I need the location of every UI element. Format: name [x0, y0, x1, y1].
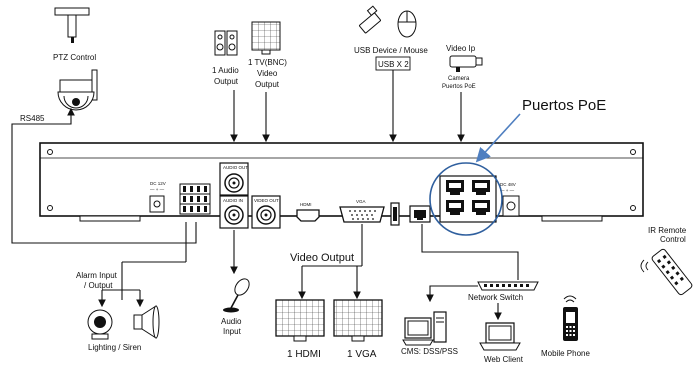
audio-in-label: AUDIO IN: [223, 198, 243, 203]
audio-output-label-2: Output: [214, 77, 239, 86]
poe-port-block[interactable]: [439, 175, 497, 223]
hdmi-monitor-label: 1 HDMI: [287, 349, 321, 360]
usb-stick-icon: [359, 5, 381, 34]
vga-port[interactable]: [339, 206, 385, 223]
tv-output-label-1: 1 TV(BNC): [248, 58, 287, 67]
switch-to-cms-line: [426, 285, 478, 303]
hdmi-port[interactable]: [296, 209, 320, 222]
audio-input-label-1: Audio: [221, 317, 242, 326]
audio-out-port[interactable]: AUDIO OUT: [219, 162, 249, 196]
tv-output-label-3: Output: [255, 80, 280, 89]
siren-icon: [133, 305, 160, 339]
ip-camera-icon: [449, 55, 483, 72]
microphone-icon: [223, 278, 250, 313]
hdmi-monitor-icon: [275, 299, 325, 342]
ptz-camera-icon: [54, 7, 98, 111]
tv-output-label-2: Video: [257, 69, 278, 78]
speakers-icon: [214, 30, 238, 56]
puertos-poe-callout: Puertos PoE: [522, 97, 606, 114]
usb-count-label: USB X 2: [378, 60, 409, 69]
audio-out-label: AUDIO OUT: [223, 165, 248, 170]
mobile-phone-icon: [563, 295, 578, 341]
network-switch-icon: [477, 281, 539, 291]
ir-remote-label-2: Control: [660, 235, 686, 244]
audio-output-label-1: 1 Audio: [212, 66, 239, 75]
nvr-rear-panel: DC 12V — + — AUDIO OUT AUDIO IN: [39, 142, 644, 229]
cms-label: CMS: DSS/PSS: [401, 347, 458, 356]
mouse-icon: [397, 10, 417, 38]
alarm-io-label-1: Alarm Input: [76, 271, 118, 280]
dc-48v-polarity: — + —: [500, 188, 515, 193]
video-output-label: Video Output: [290, 252, 354, 264]
vga-port-label: VGA: [356, 199, 366, 204]
alarm-terminal-block[interactable]: [179, 183, 211, 215]
network-switch-label: Network Switch: [468, 293, 523, 302]
alarm-io-label-2: / Output: [84, 281, 113, 290]
lighting-siren-label: Lighting / Siren: [88, 343, 141, 352]
web-client-label: Web Client: [484, 355, 524, 364]
lan-port[interactable]: [409, 205, 431, 223]
camera-poe-label-1: Camera: [448, 76, 470, 82]
dc-48v-label: DC 48V: [500, 182, 516, 187]
dc-48v-jack[interactable]: [502, 195, 520, 217]
ir-remote-label-1: IR Remote: [648, 226, 687, 235]
desktop-pc-icon: [402, 311, 447, 346]
vga-monitor-icon: [333, 299, 383, 342]
poe-callout-arrow: [475, 113, 521, 163]
video-out-label: VIDEO OUT: [254, 198, 279, 203]
rs485-line: [11, 107, 197, 244]
mobile-phone-label: Mobile Phone: [541, 349, 590, 358]
usb-ports[interactable]: [390, 202, 400, 226]
light-icon: [87, 309, 113, 340]
dc-12v-polarity: — + —: [150, 187, 165, 192]
lan-line: [421, 224, 519, 280]
laptop-icon: [479, 322, 521, 351]
tv-monitor-icon: [251, 21, 281, 55]
dc-12v-jack[interactable]: [149, 195, 165, 213]
video-ip-label: Video Ip: [446, 44, 476, 53]
rs485-label: RS485: [20, 114, 45, 123]
ir-remote-icon: [651, 248, 693, 296]
hdmi-port-label: HDMI: [300, 202, 312, 207]
ir-signal-icon: [640, 259, 649, 273]
dc-12v-label: DC 12V: [150, 181, 166, 186]
video-out-port[interactable]: VIDEO OUT: [251, 195, 281, 229]
camera-poe-label-2: Puertos PoE: [442, 84, 476, 90]
audio-input-label-2: Input: [223, 327, 242, 336]
audio-in-port[interactable]: AUDIO IN: [219, 195, 249, 229]
ptz-control-label: PTZ Control: [53, 53, 96, 62]
usb-device-label: USB Device / Mouse: [354, 46, 428, 55]
vga-monitor-label: 1 VGA: [347, 349, 377, 360]
poe-highlight-ring: [429, 162, 503, 236]
